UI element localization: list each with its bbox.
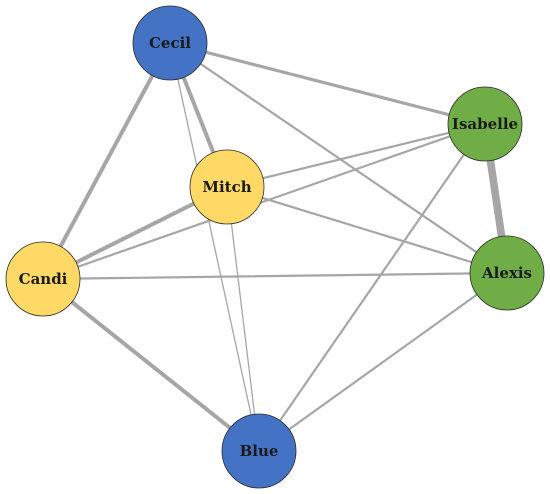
node-circle-alexis	[469, 235, 545, 311]
edge-cecil-isabelle	[168, 41, 487, 126]
node-cecil: Cecil	[132, 5, 208, 81]
node-label-alexis: Alexis	[481, 264, 532, 282]
node-alexis: Alexis	[469, 235, 545, 311]
node-circle-candi	[5, 241, 81, 317]
node-circle-cecil	[132, 5, 208, 81]
node-circle-isabelle	[447, 86, 523, 162]
edge-alexis-blue	[257, 271, 509, 453]
edge-isabelle-blue	[257, 122, 487, 453]
node-label-cecil: Cecil	[149, 34, 191, 52]
node-label-candi: Candi	[19, 270, 68, 288]
node-circle-mitch	[189, 149, 265, 225]
edge-candi-alexis	[41, 271, 509, 281]
node-blue: Blue	[221, 413, 297, 489]
edge-mitch-alexis	[225, 185, 509, 275]
node-label-mitch: Mitch	[202, 178, 251, 196]
edge-cecil-candi	[41, 41, 172, 281]
edge-cecil-alexis	[168, 41, 509, 275]
edge-candi-blue	[41, 277, 261, 453]
edge-cecil-blue	[169, 42, 260, 452]
edge-mitch-blue	[226, 186, 260, 452]
node-candi: Candi	[5, 241, 81, 317]
node-isabelle: Isabelle	[447, 86, 523, 162]
node-label-isabelle: Isabelle	[452, 115, 518, 133]
node-mitch: Mitch	[189, 149, 265, 225]
edge-isabelle-candi	[41, 122, 487, 281]
edges-layer	[41, 41, 511, 453]
node-circle-blue	[221, 413, 297, 489]
node-label-blue: Blue	[240, 442, 279, 460]
edge-isabelle-mitch	[225, 122, 487, 189]
